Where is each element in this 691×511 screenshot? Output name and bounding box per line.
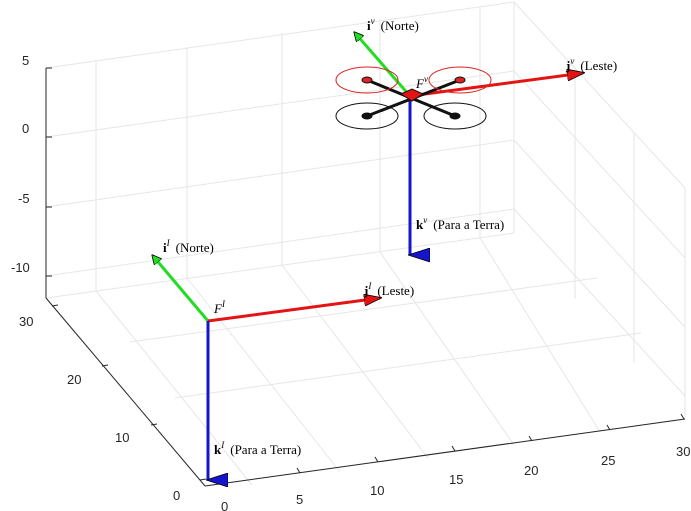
inertial-north-label: iI(Norte) [163, 238, 214, 255]
x-tick-label: 0 [221, 499, 228, 511]
y-tick-label: 30 [19, 314, 33, 329]
axis-lines [45, 67, 686, 487]
x-tick-label: 10 [370, 483, 384, 498]
vehicle-down-label: kv(Para a Terra) [416, 215, 504, 232]
y-tick-label: 10 [115, 430, 129, 445]
inertial-frame-name: FI [213, 299, 226, 316]
x-tick-label: 5 [296, 492, 303, 507]
z-tick-label: -5 [18, 191, 30, 206]
y-tick-label: 0 [173, 488, 180, 503]
y-tick-labels: 30 20 10 0 [19, 314, 180, 503]
grid-lines [45, 1, 686, 487]
z-tick-label: 5 [22, 53, 29, 68]
vehicle-east-label: jv(Leste) [565, 56, 617, 73]
inertial-east-arrow [207, 298, 380, 323]
inertial-east-label: jI(Leste) [363, 281, 414, 298]
x-tick-label: 25 [601, 453, 615, 468]
inertial-frame [153, 256, 380, 480]
z-tick-label: 0 [22, 121, 29, 136]
z-tick-label: -10 [11, 260, 30, 275]
inertial-north-arrow [153, 256, 210, 322]
x-tick-label: 15 [449, 472, 463, 487]
quadrotor-icon [335, 66, 492, 130]
x-tick-label: 20 [524, 463, 538, 478]
x-tick-label: 30 [676, 444, 690, 459]
vehicle-frame [355, 33, 583, 255]
vehicle-frame-name: Fv [415, 74, 428, 91]
vehicle-east-arrow [409, 73, 583, 98]
y-tick-label: 20 [67, 372, 81, 387]
inertial-down-label: kI(Para a Terra) [214, 440, 301, 457]
x-tick-labels: 0 5 10 15 20 25 30 [221, 444, 690, 511]
vehicle-north-arrow [355, 33, 412, 97]
vehicle-north-label: iv(Norte) [367, 16, 419, 33]
z-tick-labels: 5 0 -5 -10 [11, 53, 30, 275]
